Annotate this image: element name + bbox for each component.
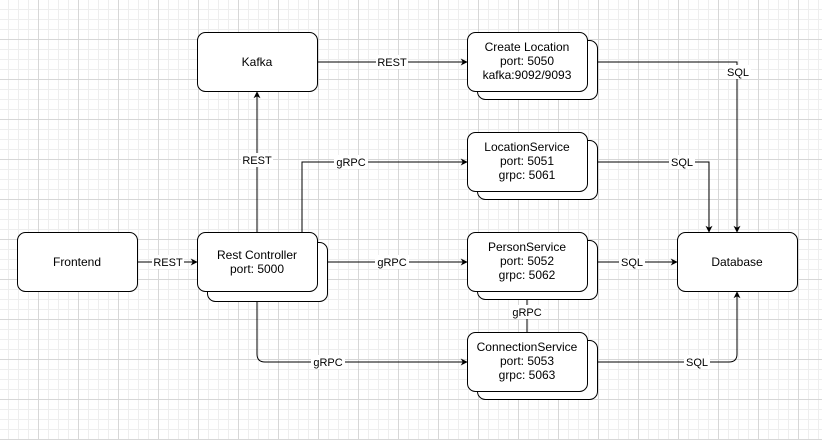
node-sublabel: grpc: 5061 [499,168,556,182]
edge-labels: REST REST REST gRPC gRPC gRPC gRPC SQL [152,55,751,369]
node-person-service[interactable]: PersonService port: 5052 grpc: 5062 [467,232,598,300]
edge-label-text: REST [377,57,407,69]
node-label: Rest Controller [217,248,297,262]
edge-label-connection-to-person: gRPC [510,305,544,319]
node-label: Database [711,255,763,269]
node-sublabel: port: 5053 [500,354,554,368]
edge-label-location-to-db: SQL [669,155,695,169]
edge-label-text: SQL [671,157,693,169]
edges [138,58,741,366]
edge-label-text: gRPC [313,357,342,369]
edge-label-rest-to-connection: gRPC [311,355,345,369]
edge-label-rest-to-kafka: REST [241,153,273,167]
node-sublabel: port: 5050 [500,54,554,68]
node-label: Create Location [485,40,570,54]
edge-connection-service-to-database [597,291,741,363]
node-label: ConnectionService [477,340,578,354]
node-label: LocationService [484,140,570,154]
edge-label-connection-to-db: SQL [684,355,710,369]
edge-label-person-to-db: SQL [619,255,645,269]
edge-rest-controller-to-connection-service [256,302,468,366]
edge-label-text: gRPC [336,157,365,169]
node-label: PersonService [488,240,566,254]
node-kafka[interactable]: Kafka [197,32,318,92]
edge-label-text: SQL [686,357,708,369]
edge-label-text: REST [242,155,272,167]
edge-label-rest-to-person: gRPC [375,255,409,269]
node-sublabel: kafka:9092/9093 [483,68,572,82]
node-sublabel: port: 5052 [500,254,554,268]
edge-label-text: REST [153,257,183,269]
node-sublabel: grpc: 5062 [499,268,556,282]
node-label: Kafka [242,55,273,69]
node-sublabel: grpc: 5063 [499,368,556,382]
edge-label-text: gRPC [377,257,406,269]
edge-label-kafka-to-create: REST [376,55,408,69]
edge-label-rest-to-location: gRPC [334,155,368,169]
node-rest-controller[interactable]: Rest Controller port: 5000 [197,232,328,302]
node-sublabel: port: 5000 [230,262,284,276]
edge-label-create-to-db: SQL [725,65,751,79]
node-label: Frontend [53,255,101,269]
edge-label-text: SQL [621,257,643,269]
edge-label-text: SQL [727,67,749,79]
node-connection-service[interactable]: ConnectionService port: 5053 grpc: 5063 [467,332,598,400]
nodes: Frontend Rest Controller port: 5000 Kafk… [17,32,798,400]
edge-rest-controller-to-location-service [301,158,468,232]
node-frontend[interactable]: Frontend [17,232,138,292]
node-location-service[interactable]: LocationService port: 5051 grpc: 5061 [467,132,598,200]
node-database[interactable]: Database [677,232,798,292]
node-sublabel: port: 5051 [500,154,554,168]
edge-create-location-to-database [597,61,741,233]
node-create-location[interactable]: Create Location port: 5050 kafka:9092/90… [467,32,598,100]
edge-label-frontend-to-rest: REST [152,255,184,269]
edge-location-service-to-database [597,161,713,233]
edge-label-text: gRPC [512,307,541,319]
